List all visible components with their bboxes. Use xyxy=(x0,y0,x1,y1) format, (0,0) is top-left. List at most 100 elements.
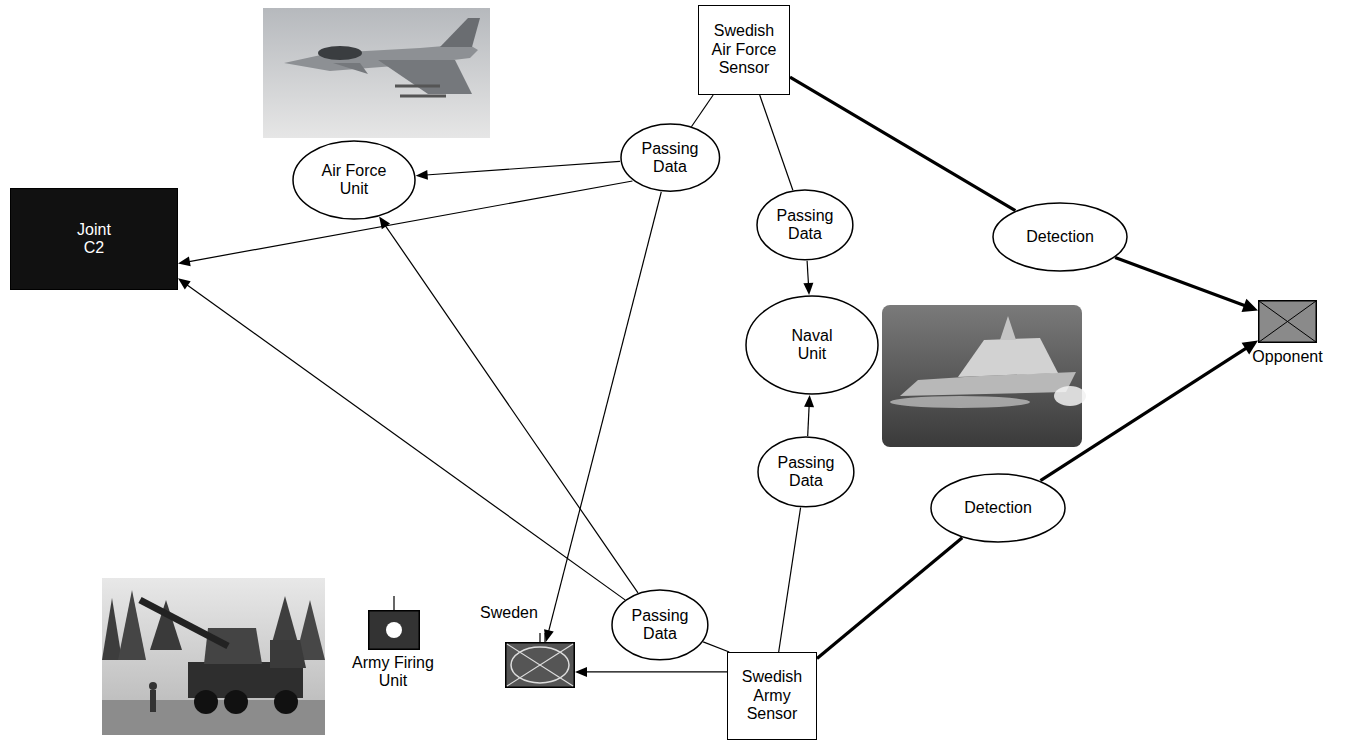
node-label: Passing Data xyxy=(775,454,837,491)
drawing-part xyxy=(758,437,854,507)
unit-box xyxy=(506,643,575,688)
arrow-head xyxy=(575,667,587,677)
drawing-part xyxy=(270,640,306,668)
drawing-part xyxy=(440,18,480,47)
drawing-part xyxy=(890,396,1030,408)
process-ellipse: Passing Data xyxy=(757,436,855,508)
connector xyxy=(416,161,620,179)
drawing-part xyxy=(318,46,362,60)
arrow-head xyxy=(1242,299,1258,312)
firing-unit-symbol: Army Firing Unit xyxy=(352,596,442,706)
connector-line xyxy=(691,95,713,127)
connector xyxy=(379,217,638,593)
connector-line xyxy=(779,508,801,652)
sensor-box: Swedish Air Force Sensor xyxy=(698,5,790,95)
connector-line xyxy=(548,192,661,632)
drawing-part xyxy=(378,60,472,94)
connector-line xyxy=(808,405,809,436)
drawing-part xyxy=(140,600,228,646)
connector-line xyxy=(817,538,962,659)
opponent-box xyxy=(1259,301,1317,343)
drawing-part xyxy=(194,690,218,714)
sensor-box: Swedish Army Sensor xyxy=(727,652,817,740)
connector xyxy=(1115,257,1258,311)
drawing-part xyxy=(393,596,394,610)
drawing-part xyxy=(102,598,122,660)
node-label: Swedish Army Sensor xyxy=(737,668,807,723)
unit-stem xyxy=(392,596,396,610)
cross-line xyxy=(507,644,573,686)
drawing-part xyxy=(224,690,248,714)
node-label: Opponent xyxy=(1240,348,1335,366)
connector xyxy=(178,278,625,600)
connector-line xyxy=(585,671,727,672)
connector xyxy=(817,538,962,659)
drawing-part xyxy=(544,633,545,643)
connector-line xyxy=(760,95,793,190)
drawing-part xyxy=(102,578,325,735)
drawing-part xyxy=(746,296,878,394)
node-label: Passing Data xyxy=(639,140,701,177)
drawing-part xyxy=(150,690,156,712)
connector xyxy=(779,508,801,652)
drawing-part xyxy=(993,203,1127,271)
drawing-part xyxy=(263,8,490,138)
process-ellipse: Passing Data xyxy=(620,123,721,192)
unit-ellipse: Naval Unit xyxy=(745,295,879,395)
node-label: Passing Data xyxy=(629,607,691,644)
drawing-part xyxy=(204,628,262,664)
connector-line xyxy=(703,642,729,652)
connector-line xyxy=(385,225,638,593)
connector-line xyxy=(790,77,1015,210)
drawing-part xyxy=(539,633,540,643)
jet-photo xyxy=(263,8,490,138)
node-label: Joint C2 xyxy=(69,221,119,258)
cross-line xyxy=(1259,301,1316,342)
process-ellipse: Passing Data xyxy=(756,189,854,261)
drawing-part xyxy=(149,682,157,690)
process-ellipse: Detection xyxy=(930,473,1066,543)
opponent-symbol-shape xyxy=(1258,300,1317,343)
arrow-head xyxy=(416,170,428,180)
ship-photo xyxy=(882,305,1086,447)
friendly-unit-symbol-shape xyxy=(505,642,575,688)
firing-unit-symbol-shape xyxy=(368,610,420,650)
arrow-head xyxy=(178,278,191,289)
connector-line xyxy=(1115,257,1246,306)
drawing-part xyxy=(274,690,298,714)
friendly-unit-symbol: Sweden xyxy=(478,604,588,690)
drawing-part xyxy=(1054,386,1086,406)
arrow-head xyxy=(379,217,390,230)
arrow-head xyxy=(544,629,554,642)
node-label: Army Firing Unit xyxy=(352,654,434,691)
command-box: Joint C2 xyxy=(10,188,178,290)
drawing-part xyxy=(931,474,1065,542)
connector xyxy=(703,642,729,652)
connector xyxy=(760,95,793,190)
arrow-head xyxy=(803,283,813,295)
drawing-part xyxy=(395,85,440,88)
artillery-photo xyxy=(102,578,325,735)
connector xyxy=(544,192,661,642)
drawing-part xyxy=(882,305,1082,447)
drawing-part xyxy=(1000,316,1016,340)
node-label: Sweden xyxy=(480,604,588,622)
arrow-head xyxy=(178,257,191,267)
connector-line xyxy=(186,284,625,600)
drawing-part xyxy=(757,190,853,260)
connector xyxy=(804,395,814,436)
cross-line xyxy=(507,644,573,686)
connector xyxy=(790,77,1015,210)
node-label: Swedish Air Force Sensor xyxy=(705,22,783,77)
node-label: Detection xyxy=(1026,228,1094,246)
opponent-symbol: Opponent xyxy=(1240,298,1335,370)
firing-box xyxy=(369,611,420,650)
size-ticks xyxy=(536,633,550,643)
drawing-part xyxy=(621,124,720,191)
drawing-part xyxy=(958,338,1058,377)
drawing-part xyxy=(333,63,368,74)
cross-line xyxy=(1259,301,1316,342)
connector xyxy=(691,95,713,127)
process-ellipse: Passing Data xyxy=(611,589,709,661)
